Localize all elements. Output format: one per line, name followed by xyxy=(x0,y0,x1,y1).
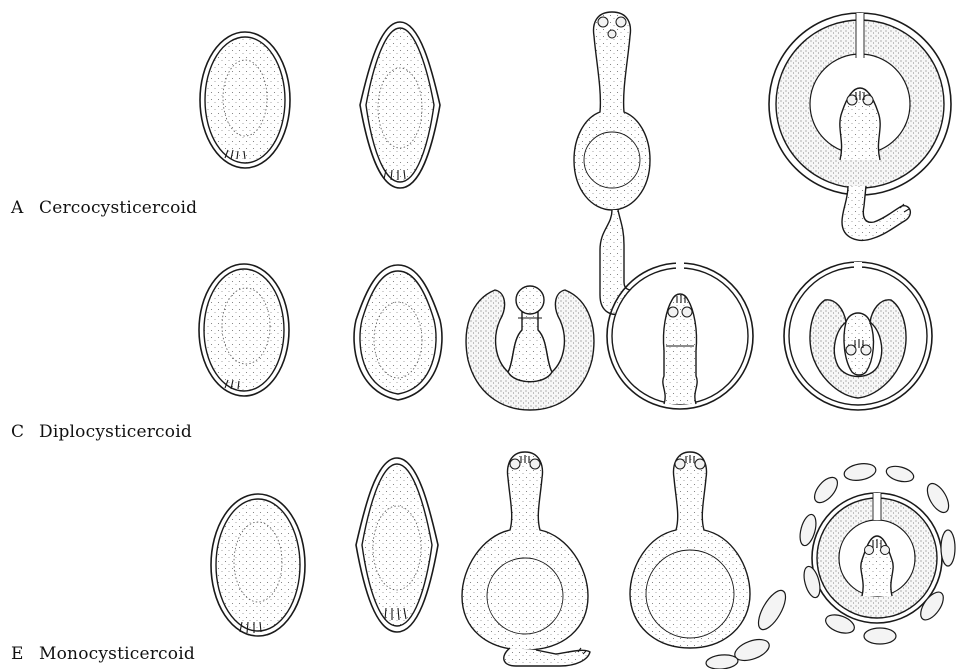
cercocysticercoid-stage-4 xyxy=(769,13,951,240)
monocysticercoid-stage-1 xyxy=(211,494,305,636)
cercocysticercoid-stage-3 xyxy=(574,12,677,314)
diplocysticercoid-stage-1 xyxy=(199,264,289,396)
cercocysticercoid-stage-1 xyxy=(200,32,290,168)
cercocysticercoid-stage-2 xyxy=(360,22,440,188)
monocysticercoid-stage-4 xyxy=(630,452,791,669)
monocysticercoid-stage-2 xyxy=(356,458,438,632)
diplocysticercoid-stage-5 xyxy=(784,262,932,410)
monocysticercoid-stage-5 xyxy=(797,461,955,644)
diplocysticercoid-stage-2 xyxy=(354,265,442,400)
diplocysticercoid-stage-3 xyxy=(466,286,594,410)
monocysticercoid-stage-3 xyxy=(462,452,590,666)
diplocysticercoid-stage-4 xyxy=(607,262,753,409)
